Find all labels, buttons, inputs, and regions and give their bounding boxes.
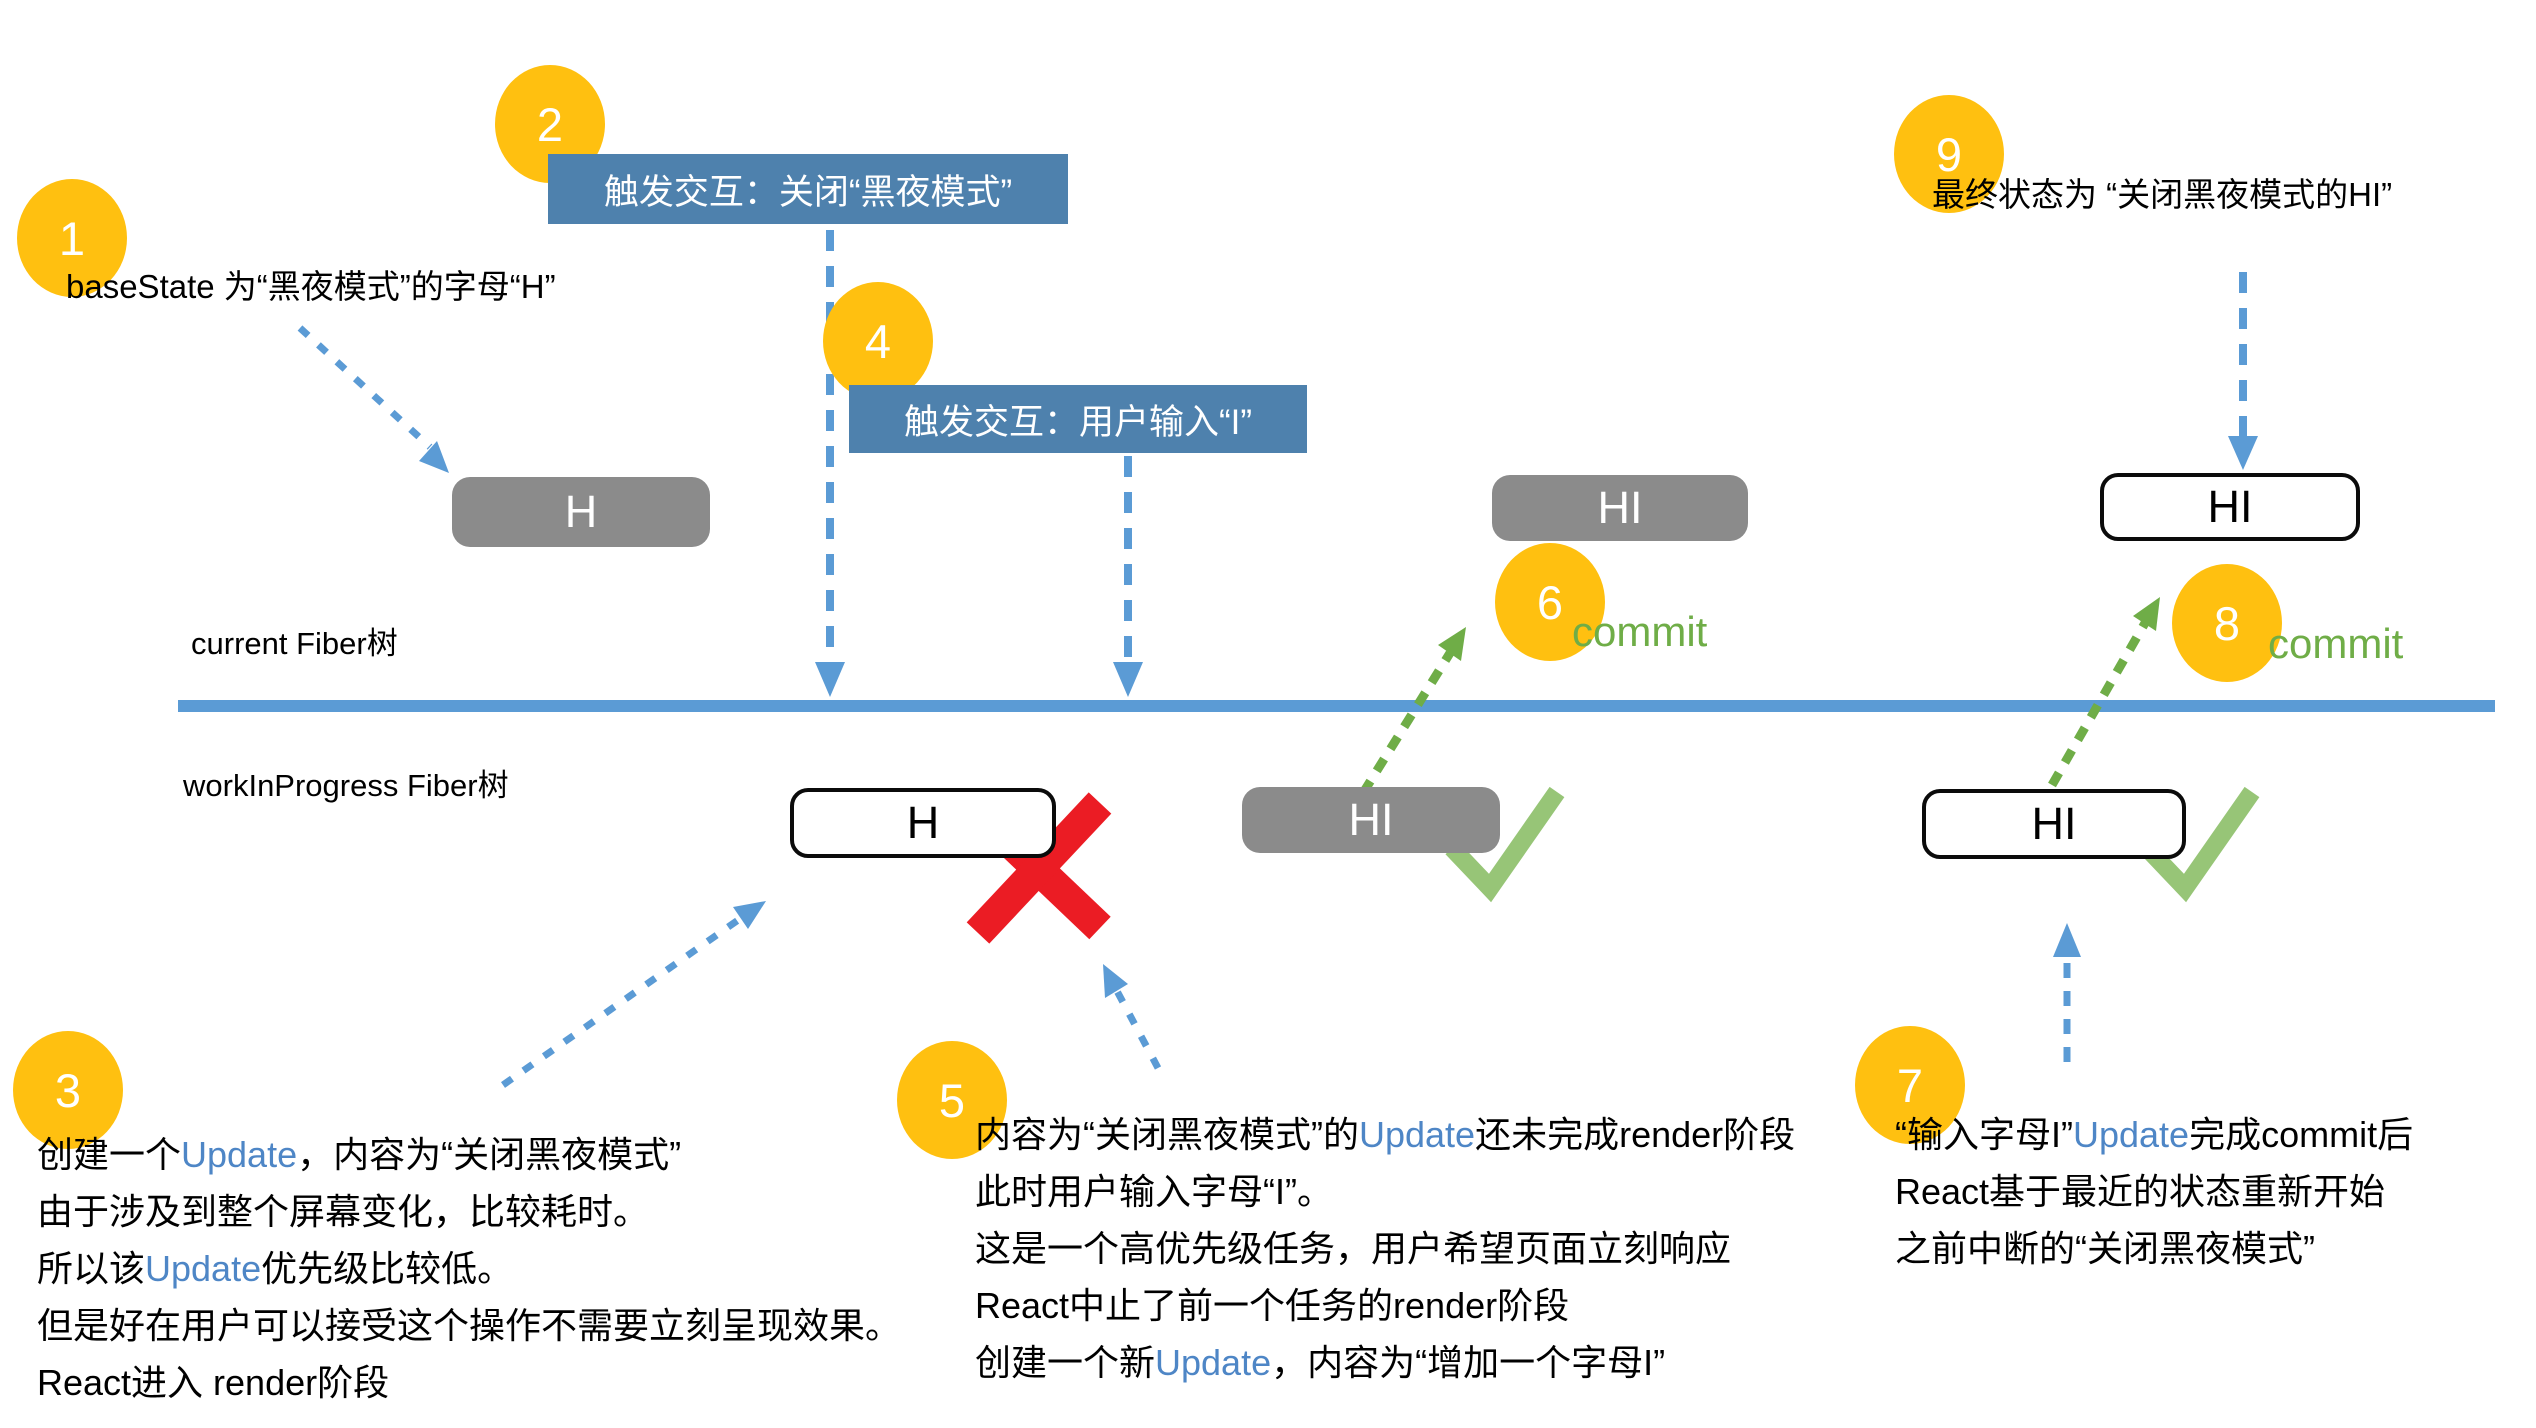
commit-label-second: commit (2268, 620, 2404, 667)
arrow-step5-to-cancel-x (1103, 964, 1162, 1070)
step-badge-3: 3 (13, 1031, 123, 1149)
current-h-node: H (452, 477, 710, 547)
explanation-step3: 创建一个Update，内容为“关闭黑夜模式”由于涉及到整个屏幕变化，比较耗时。所… (37, 1134, 902, 1403)
annotation-step1: baseState 为“黑夜模式”的字母“H” (66, 268, 556, 305)
wip-h-node: H (790, 788, 1056, 858)
arrow-step9-to-final-hi (2228, 272, 2258, 470)
lane-label-current-fiber-tree: current Fiber树 (191, 626, 398, 661)
arrow-commit-first (1359, 627, 1466, 796)
lane-label-workinprogress-fiber-tree: workInProgress Fiber树 (183, 768, 509, 803)
explanation-step5: 内容为“关闭黑夜模式”的Update还未完成render阶段此时用户输入字母“I… (975, 1114, 1796, 1383)
arrow-step7-to-final-hi-bottom (2053, 923, 2081, 1062)
step-badge-9: 9 (1894, 95, 2004, 213)
arrow-step4-to-timeline (1113, 456, 1143, 697)
annotation-step9: 最终状态为 “关闭黑夜模式的HI” (1932, 176, 2393, 213)
interaction-banner-user-input-i: 触发交互：用户输入“I” (849, 385, 1307, 453)
interaction-banner-close-dark-mode: 触发交互：关闭“黑夜模式” (548, 154, 1068, 224)
step-badge-1: 1 (17, 179, 127, 297)
green-check-icon (1445, 786, 1565, 903)
wip-hi-node: HI (1242, 787, 1500, 853)
arrow-step3-to-wip-h (500, 901, 766, 1088)
commit-label-first: commit (1572, 608, 1708, 655)
step-badge-7: 7 (1855, 1026, 1965, 1144)
step-badge-6: 6 (1495, 543, 1605, 661)
final-hi-node-top: HI (2100, 473, 2360, 541)
current-hi-node: HI (1492, 475, 1748, 541)
step-badge-5: 5 (897, 1041, 1007, 1159)
arrow-commit-second (2048, 597, 2160, 788)
arrow-step1-to-current-h (297, 325, 449, 473)
final-hi-node-bottom: HI (1922, 789, 2186, 859)
green-check-icon (2140, 786, 2260, 903)
step-badge-4: 4 (823, 282, 933, 400)
step-badge-8: 8 (2172, 564, 2282, 682)
fiber-timeline-divider (178, 700, 2495, 712)
arrow-step2-to-timeline (815, 230, 845, 697)
